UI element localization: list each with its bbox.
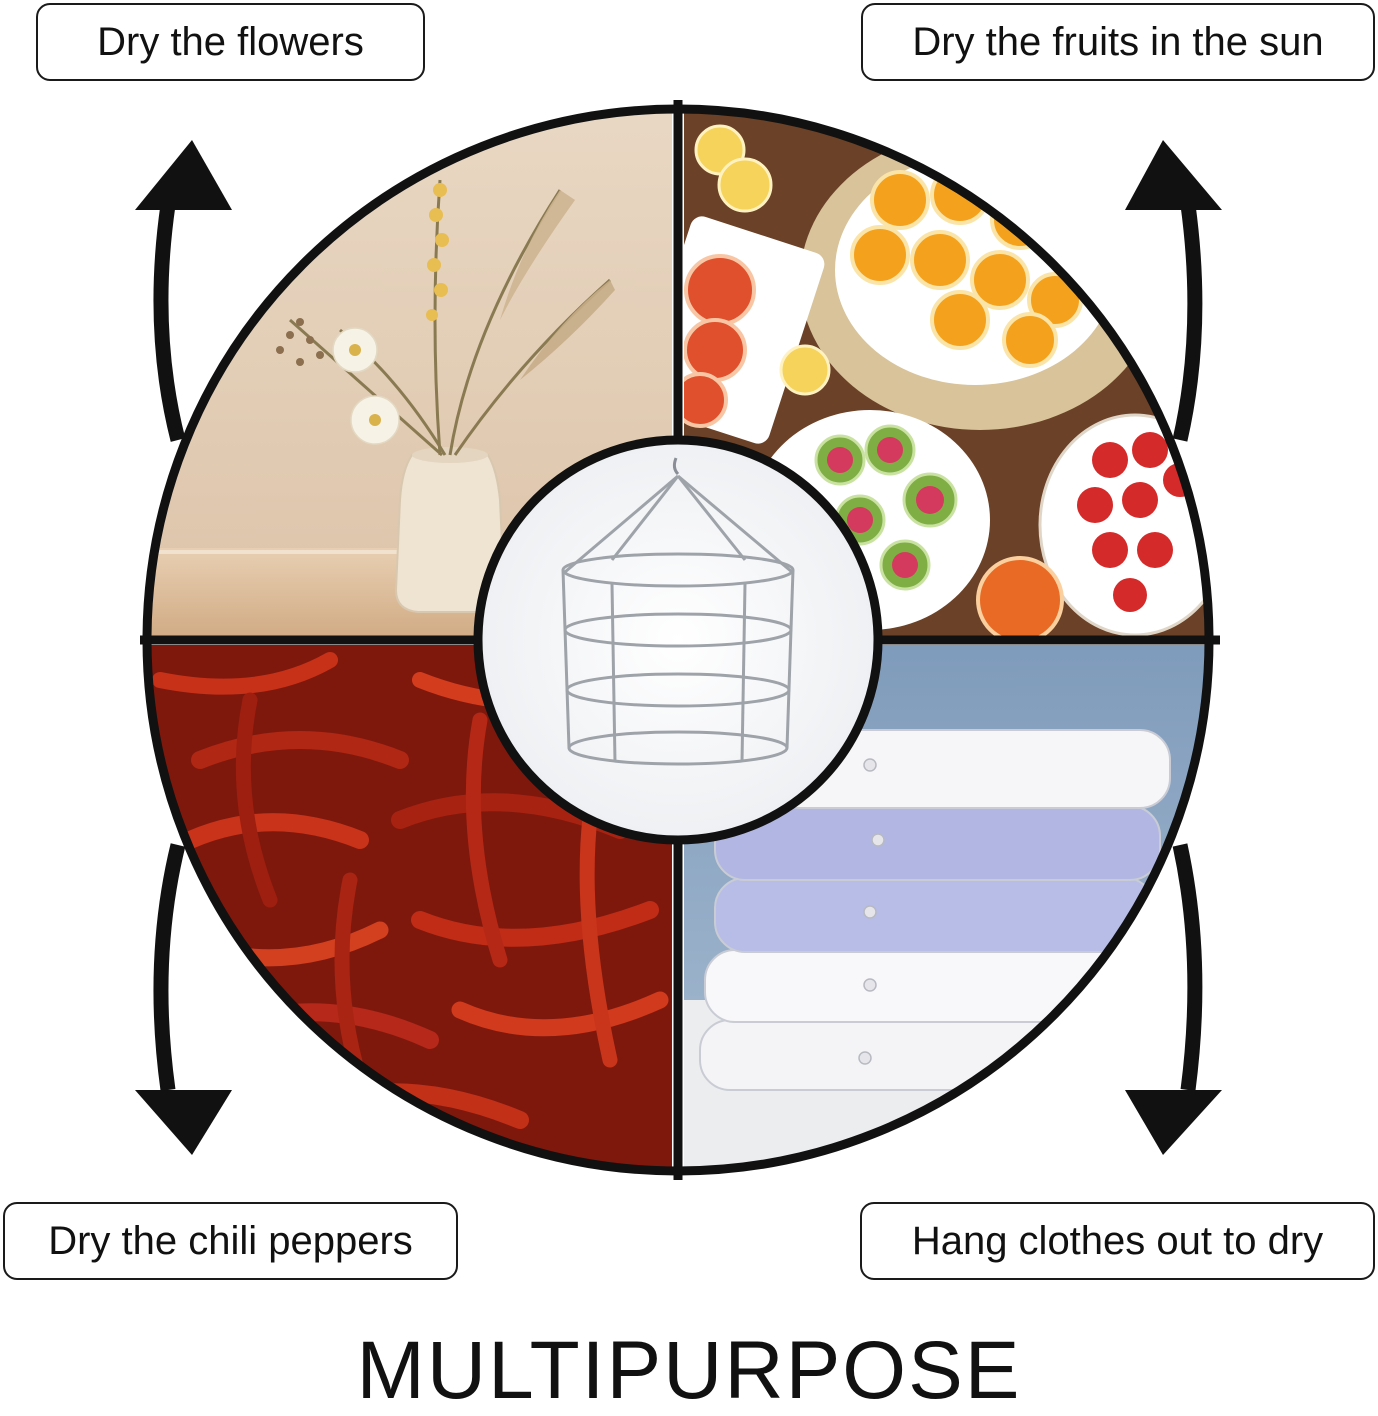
- label-dry-chili: Dry the chili peppers: [3, 1202, 458, 1280]
- label-dry-fruits: Dry the fruits in the sun: [861, 3, 1375, 81]
- label-dry-flowers: Dry the flowers: [36, 3, 425, 81]
- arrow-down-left-icon: [135, 843, 232, 1155]
- page-title: MULTIPURPOSE: [356, 1325, 1022, 1416]
- arrow-up-left-icon: [135, 140, 232, 442]
- drying-rack-circle: [473, 435, 883, 845]
- clothes-photo: [684, 645, 1209, 1171]
- label-hang-clothes: Hang clothes out to dry: [860, 1202, 1375, 1280]
- drying-rack-icon: [561, 457, 795, 766]
- arrow-down-right-icon: [1125, 843, 1222, 1155]
- arrow-up-right-icon: [1125, 140, 1222, 442]
